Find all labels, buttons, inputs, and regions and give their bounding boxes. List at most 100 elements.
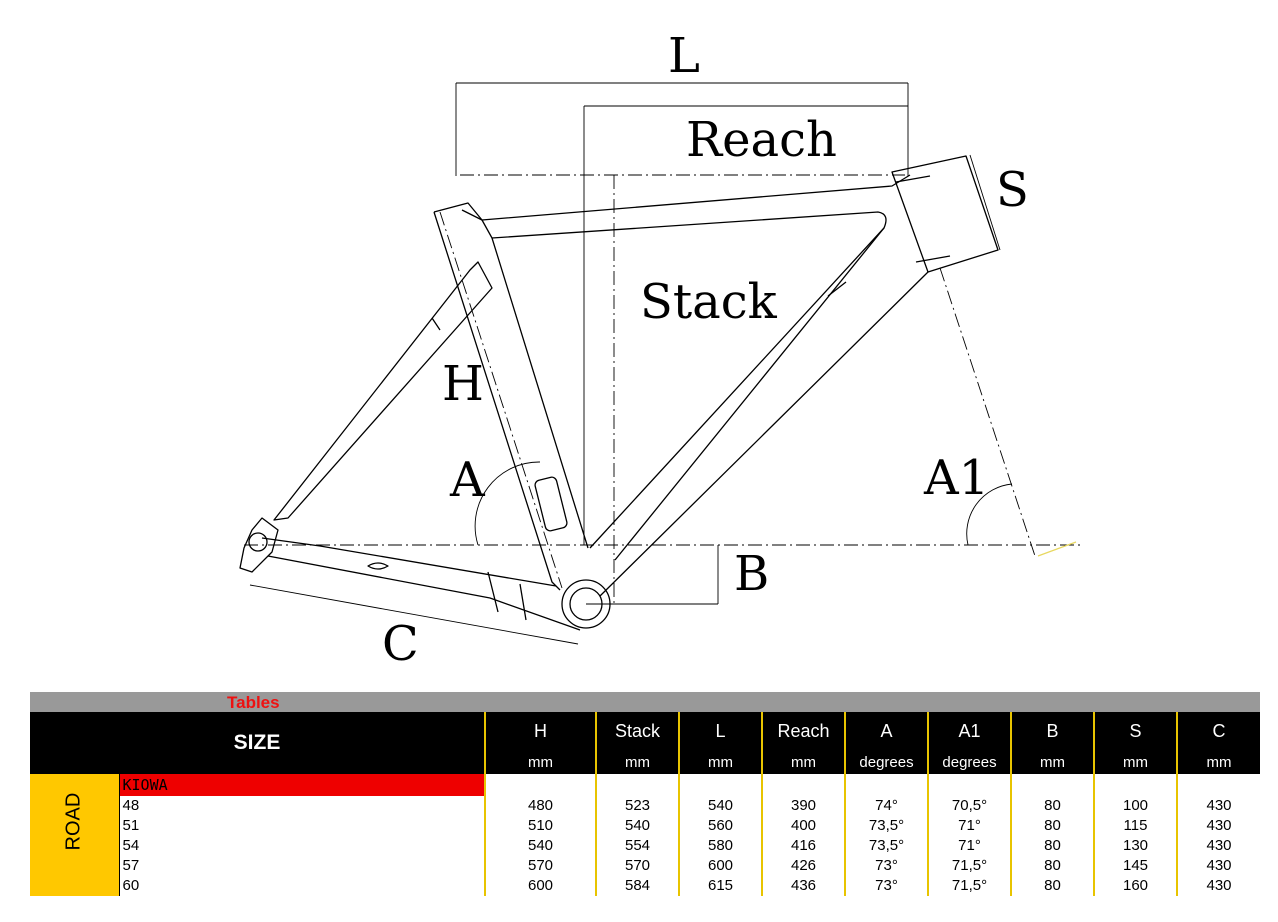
frame-size: 57 (118, 856, 485, 876)
table-cell: 584 (595, 876, 679, 896)
blank-cell (678, 774, 762, 796)
frame-size: 51 (118, 816, 485, 836)
table-cell: 436 (761, 876, 845, 896)
column-header: Stack (595, 712, 679, 750)
column-header: Reach (761, 712, 845, 750)
frame-size: 60 (118, 876, 485, 896)
blank-cell (844, 774, 928, 796)
column-header: A (844, 712, 928, 750)
table-cell: 80 (1010, 856, 1094, 876)
table-cell: 80 (1010, 816, 1094, 836)
table-cell: 100 (1093, 796, 1177, 816)
table-cell: 80 (1010, 836, 1094, 856)
label-l: L (668, 28, 700, 84)
table-caption: Tables (227, 693, 280, 712)
down-tube (589, 227, 929, 597)
blank-cell (761, 774, 845, 796)
label-b: B (734, 546, 769, 602)
label-reach: Reach (686, 112, 837, 168)
column-unit: degrees (844, 750, 928, 774)
column-header: A1 (927, 712, 1011, 750)
table-cell: 115 (1093, 816, 1177, 836)
table-cell: 73,5° (844, 836, 928, 856)
frame-size: 48 (118, 796, 485, 816)
table-cell: 80 (1010, 796, 1094, 816)
table-cell: 71° (927, 816, 1011, 836)
column-unit: mm (1093, 750, 1177, 774)
angle-a1-arc (966, 483, 1013, 546)
table-cell: 74° (844, 796, 928, 816)
seat-tube (433, 202, 589, 591)
category-label: ROAD (62, 792, 85, 850)
label-stack: Stack (640, 274, 778, 330)
label-s: S (996, 162, 1029, 218)
size-header: SIZE (30, 712, 485, 774)
column-unit: mm (761, 750, 845, 774)
column-unit: mm (678, 750, 762, 774)
chain-stay (261, 537, 581, 631)
blank-cell (1176, 774, 1260, 796)
blank-cell (927, 774, 1011, 796)
table-cell: 70,5° (927, 796, 1011, 816)
table-cell: 580 (678, 836, 762, 856)
label-c: C (382, 616, 419, 672)
table-cell: 73° (844, 856, 928, 876)
blank-cell (484, 774, 596, 796)
table-cell: 80 (1010, 876, 1094, 896)
table-cell: 540 (484, 836, 596, 856)
category-cell: ROAD (30, 774, 120, 896)
column-unit: degrees (927, 750, 1011, 774)
label-h: H (442, 356, 484, 412)
table-cell: 71,5° (927, 876, 1011, 896)
table-cell: 480 (484, 796, 596, 816)
table-cell: 73,5° (844, 816, 928, 836)
table-cell: 540 (595, 816, 679, 836)
frame-geometry-diagram: L Reach S Stack H A A1 B C (239, 28, 1080, 672)
blank-cell (1093, 774, 1177, 796)
table-cell: 430 (1176, 836, 1260, 856)
table-cell: 430 (1176, 796, 1260, 816)
top-tube (461, 174, 911, 561)
angle-a-arc (474, 461, 541, 546)
table-cell: 600 (678, 856, 762, 876)
column-unit: mm (1010, 750, 1094, 774)
table-cell: 71° (927, 836, 1011, 856)
table-cell: 510 (484, 816, 596, 836)
column-header: C (1176, 712, 1260, 750)
frame-size: 54 (118, 836, 485, 856)
column-header: S (1093, 712, 1177, 750)
table-cell: 570 (595, 856, 679, 876)
label-a: A (449, 452, 486, 508)
table-cell: 615 (678, 876, 762, 896)
blank-cell (1010, 774, 1094, 796)
table-cell: 426 (761, 856, 845, 876)
seat-stay (273, 261, 493, 521)
table-cell: 554 (595, 836, 679, 856)
table-cell: 540 (678, 796, 762, 816)
column-header: L (678, 712, 762, 750)
table-cell: 400 (761, 816, 845, 836)
table-cell: 523 (595, 796, 679, 816)
table-cell: 145 (1093, 856, 1177, 876)
head-tube (891, 155, 999, 273)
column-unit: mm (484, 750, 596, 774)
table-cell: 430 (1176, 856, 1260, 876)
blank-cell (595, 774, 679, 796)
column-unit: mm (595, 750, 679, 774)
model-name: KIOWA (118, 774, 485, 796)
table-cell: 160 (1093, 876, 1177, 896)
column-header: B (1010, 712, 1094, 750)
table-cell: 390 (761, 796, 845, 816)
table-cell: 130 (1093, 836, 1177, 856)
table-cell: 600 (484, 876, 596, 896)
table-caption-bar: Tables (30, 692, 1260, 712)
column-unit: mm (1176, 750, 1260, 774)
table-cell: 430 (1176, 876, 1260, 896)
table-cell: 71,5° (927, 856, 1011, 876)
table-cell: 416 (761, 836, 845, 856)
